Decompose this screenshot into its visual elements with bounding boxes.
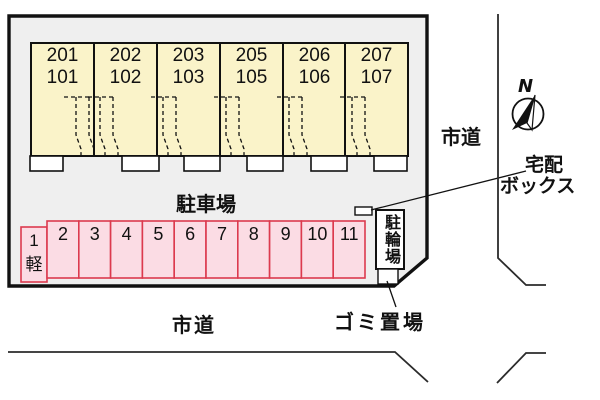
unit-lower: 107 xyxy=(360,67,393,88)
parking-space-1-label: 1 軽 xyxy=(21,229,47,277)
unit-label-206-106: 206 106 xyxy=(283,45,346,89)
unit-lower: 102 xyxy=(109,67,142,88)
delivery-box-label-line2: ボックス xyxy=(500,176,576,197)
parking-space-6-label: 6 xyxy=(185,224,196,244)
parking-space-7-label: 7 xyxy=(216,224,227,244)
parking-space-1 xyxy=(20,226,48,283)
delivery-box-label: 宅配 ボックス xyxy=(500,155,575,197)
bottom-road-edge xyxy=(8,351,429,383)
parking-space-3-label: 3 xyxy=(89,224,100,244)
parking-space-10-label: 10 xyxy=(307,224,328,244)
unit-label-202-102: 202 102 xyxy=(94,45,157,89)
bicycle-parking-box xyxy=(375,209,405,270)
compass-icon xyxy=(511,94,545,132)
unit-label-205-105: 205 105 xyxy=(220,45,283,89)
unit-lower: 101 xyxy=(46,67,79,88)
southeast-corner-edge xyxy=(496,352,546,384)
unit-lower: 106 xyxy=(298,67,331,88)
parking-space-5-label: 5 xyxy=(153,224,164,244)
parking-space-4-label: 4 xyxy=(121,224,132,244)
unit-upper: 207 xyxy=(360,45,393,66)
unit-upper: 201 xyxy=(46,45,79,66)
kei-car-label: 軽 xyxy=(25,255,43,274)
delivery-box xyxy=(354,206,373,216)
right-road-label: 市道 xyxy=(441,127,481,149)
road-lines xyxy=(8,14,546,384)
unit-label-203-103: 203 103 xyxy=(157,45,220,89)
unit-label-201-101: 201 101 xyxy=(31,45,94,89)
parking-space-8-label: 8 xyxy=(248,224,259,244)
garbage-leader-line xyxy=(386,280,397,308)
parking-area-label: 駐車場 xyxy=(176,194,236,216)
entrance-porches xyxy=(29,155,408,172)
parking-space-2-label: 2 xyxy=(57,224,68,244)
unit-dividers xyxy=(93,43,346,156)
delivery-box-label-line1: 宅配 xyxy=(525,155,564,176)
unit-lower: 105 xyxy=(235,67,268,88)
compass-north-label: N xyxy=(518,76,534,97)
garbage-area-label: ゴミ置場 xyxy=(334,312,426,334)
right-road-edge xyxy=(497,14,546,286)
unit-label-207-107: 207 107 xyxy=(345,45,408,89)
unit-lower: 103 xyxy=(172,67,205,88)
bicycle-parking-label: 駐輪場 xyxy=(382,214,399,265)
parking-spaces xyxy=(20,220,366,283)
unit-upper: 206 xyxy=(298,45,331,66)
unit-upper: 205 xyxy=(235,45,268,66)
parking-space-9-label: 9 xyxy=(280,224,291,244)
unit-upper: 203 xyxy=(172,45,205,66)
garbage-box xyxy=(377,268,399,285)
bottom-road-label: 市道 xyxy=(172,315,216,337)
parking-space-11-label: 11 xyxy=(339,224,359,244)
entrance-dashed-outlines xyxy=(64,96,371,155)
unit-upper: 202 xyxy=(109,45,142,66)
delivery-box-leader-line xyxy=(370,170,527,211)
space-number: 1 xyxy=(29,231,39,250)
